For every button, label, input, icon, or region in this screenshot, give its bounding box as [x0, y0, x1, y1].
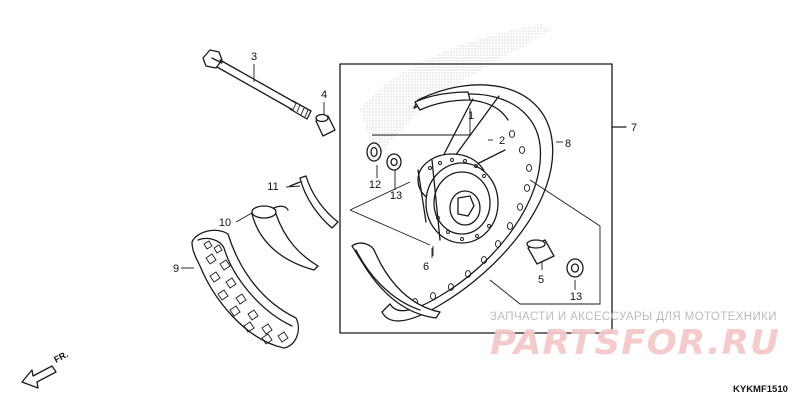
callout-1: 1 — [468, 110, 474, 122]
leader-lines — [349, 108, 601, 305]
hub-part — [417, 153, 499, 244]
callout-5: 5 — [538, 274, 544, 286]
callout-3: 3 — [251, 51, 257, 63]
collar-part — [315, 113, 336, 137]
watermark-brand: PARTSFOR.RU — [490, 323, 780, 363]
rim-tape-part — [289, 175, 339, 229]
diagram-code: KYKMF1510 — [733, 384, 788, 395]
rim-holes — [411, 130, 533, 306]
watermark: ЗАПЧАСТИ И АКСЕССУАРЫ ДЛЯ МОТОТЕХНИКИ PA… — [490, 311, 780, 363]
callout-9: 9 — [173, 263, 179, 275]
callout-2: 2 — [499, 135, 505, 147]
callout-8: 8 — [565, 138, 571, 150]
callout-11: 11 — [267, 181, 278, 193]
callout-10: 10 — [219, 217, 231, 229]
callout-13-left: 13 — [390, 190, 402, 202]
callout-4: 4 — [321, 89, 327, 101]
assembly-frame — [339, 63, 613, 334]
front-direction-arrow: FR. — [21, 349, 70, 389]
axle-part — [202, 49, 312, 120]
callout-12: 12 — [369, 179, 381, 191]
callout-7: 7 — [631, 122, 637, 134]
tire-tread — [203, 240, 289, 345]
tire-part — [191, 229, 299, 349]
callout-labels: 1 2 3 4 5 6 7 8 9 10 11 12 13 13 — [173, 51, 637, 303]
bearing-right-part — [566, 258, 584, 278]
callout-leaders — [181, 64, 434, 269]
bearing-left-part — [386, 153, 402, 171]
direction-label: FR. — [52, 349, 69, 365]
rim-band-part — [351, 242, 441, 319]
callout-6: 6 — [423, 261, 429, 273]
tube-part — [251, 205, 319, 271]
distance-collar-part — [526, 239, 555, 265]
callout-13-right: 13 — [570, 291, 582, 303]
oil-seal-part — [366, 142, 382, 162]
watermark-tagline: ЗАПЧАСТИ И АКСЕССУАРЫ ДЛЯ МОТОТЕХНИКИ — [490, 311, 777, 323]
